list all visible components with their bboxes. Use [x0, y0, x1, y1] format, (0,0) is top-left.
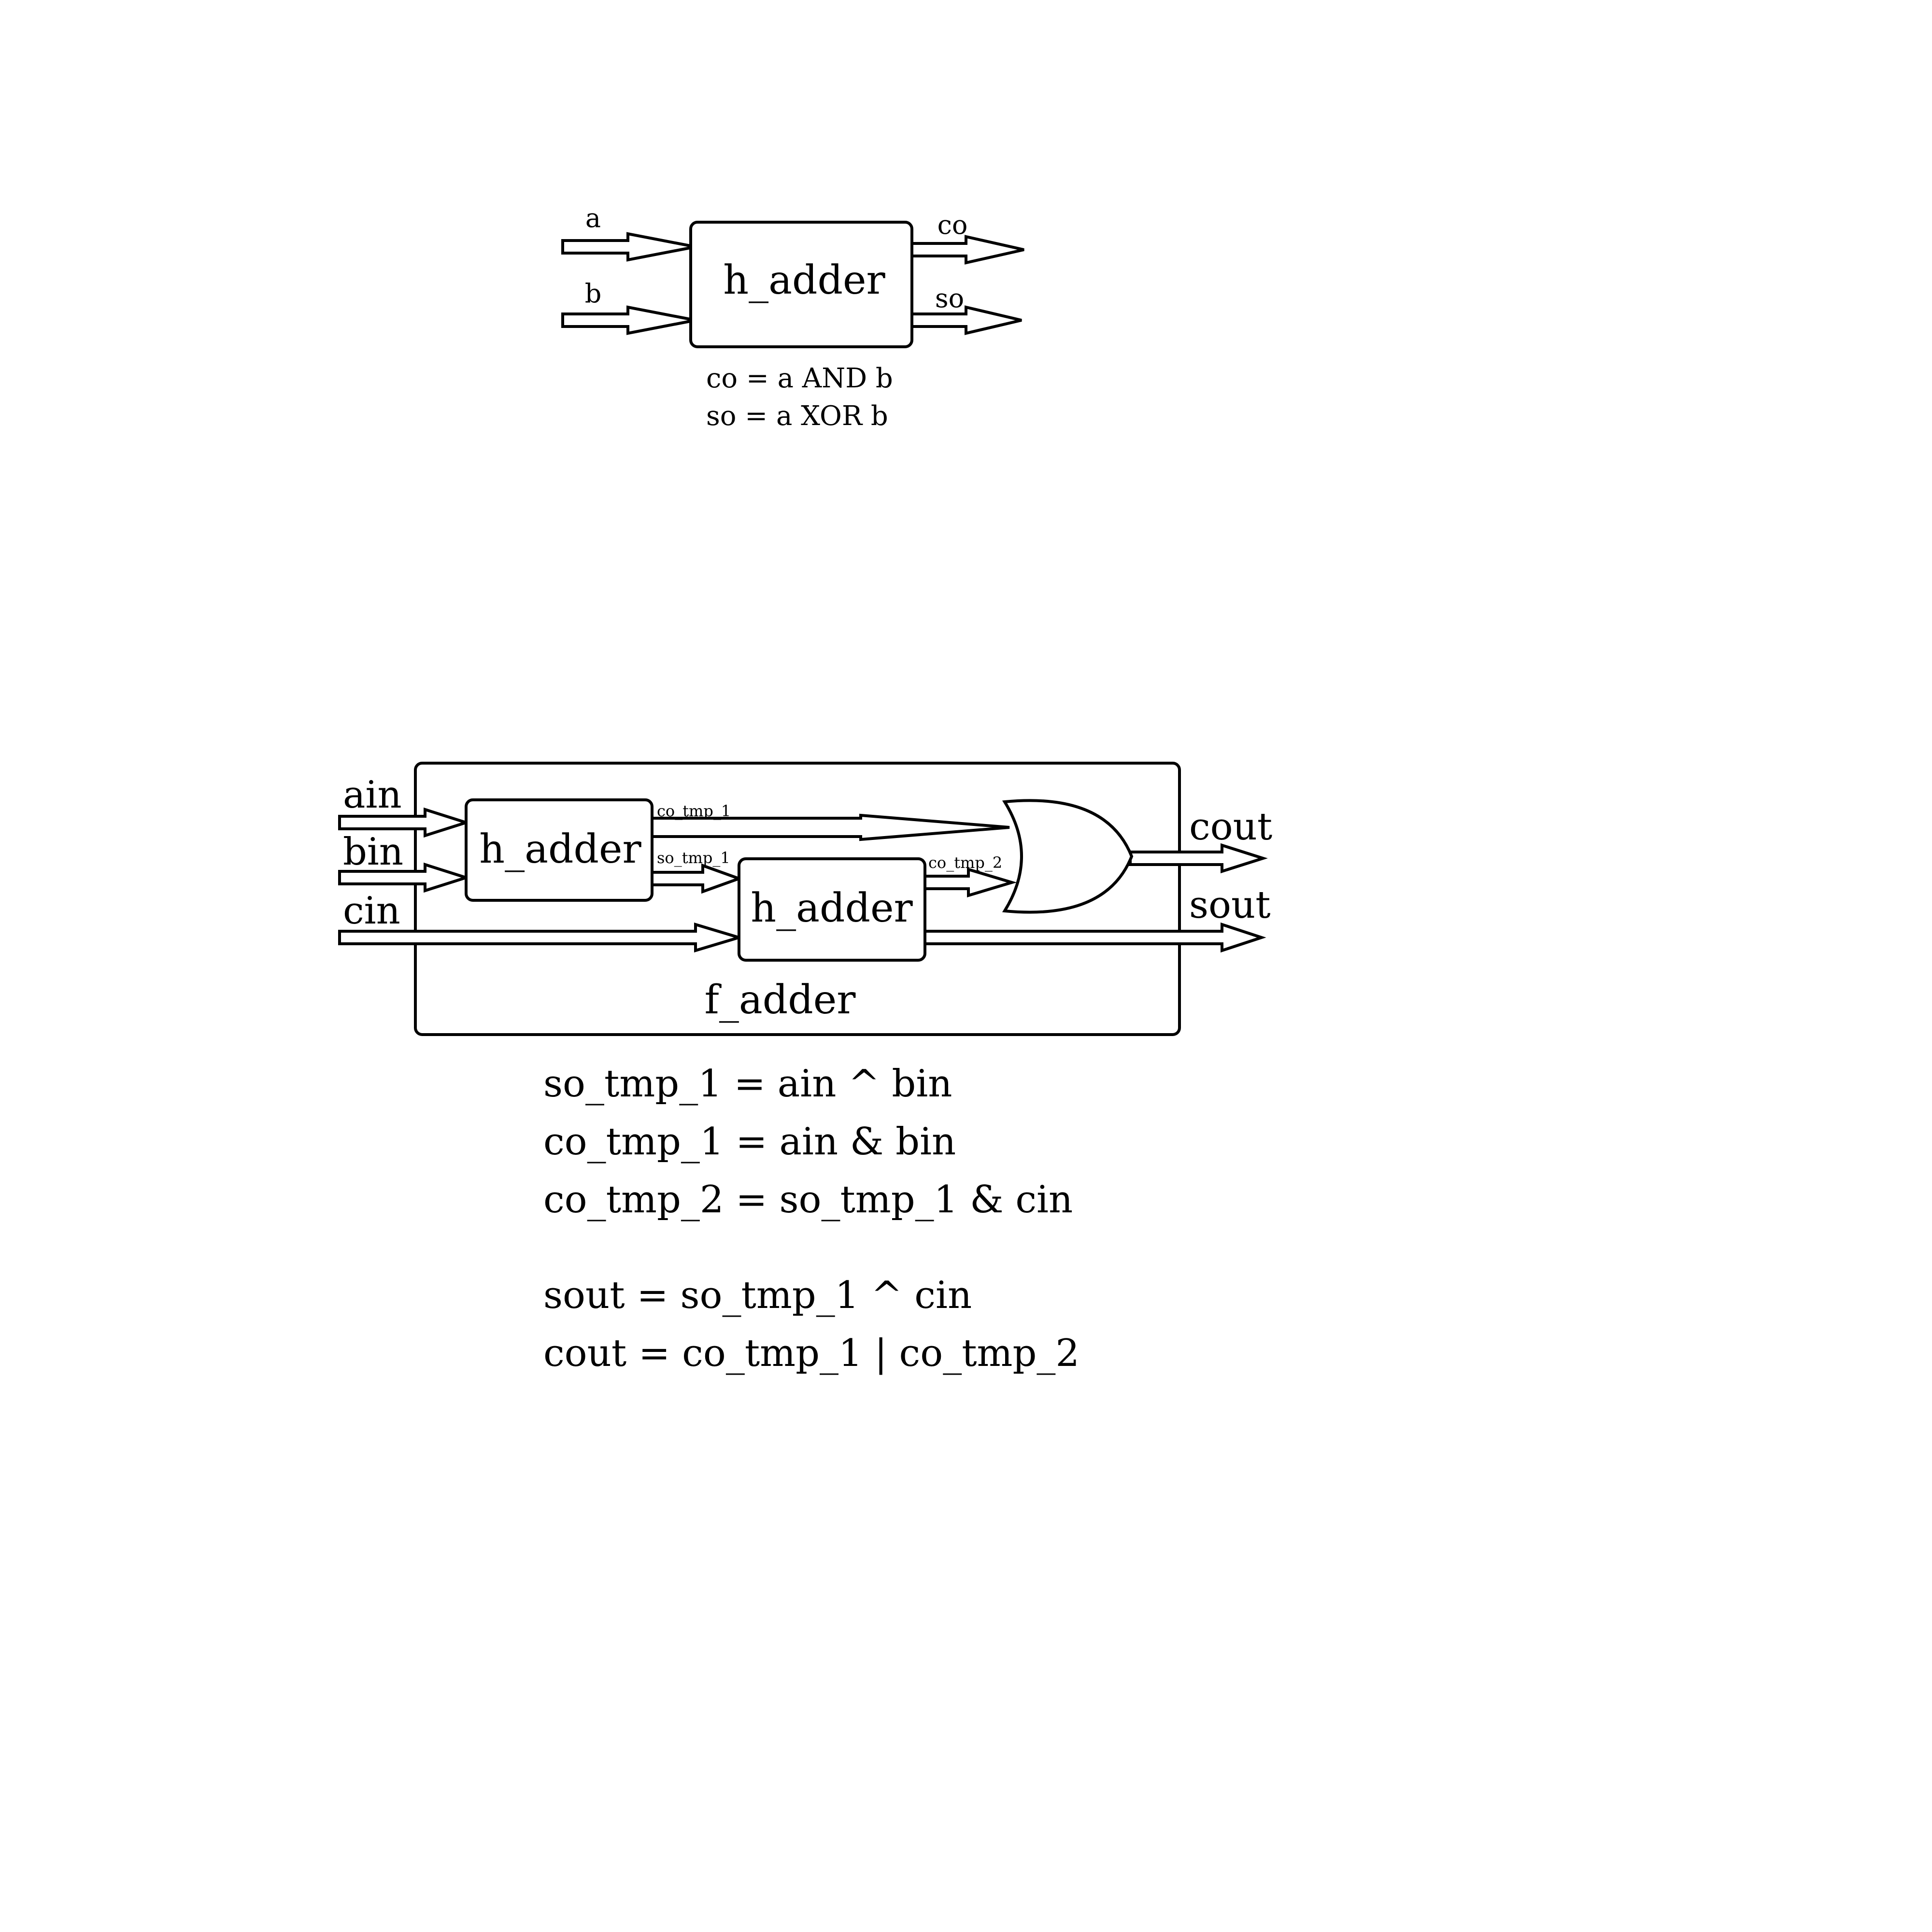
output-arrow-cout — [1129, 843, 1268, 874]
input-arrow-ain — [338, 807, 471, 838]
wire-arrow-co-tmp-1 — [651, 813, 1010, 841]
wire-label-co-tmp-2: co_tmp_2 — [928, 853, 1002, 872]
input-label-bin: bin — [343, 830, 403, 874]
wire-arrow-so-tmp-1 — [651, 863, 743, 894]
full-adder-diagram: f_adder h_adder h_adder co_tmp_1 so_tmp_… — [338, 762, 1272, 1375]
output-arrow-sout — [923, 922, 1266, 953]
input-arrow-cin — [338, 922, 744, 953]
output-arrow-co — [910, 235, 1024, 265]
input-label-cin: cin — [343, 889, 400, 933]
wire-label-so-tmp-1: so_tmp_1 — [657, 849, 730, 867]
input-label-b: b — [585, 278, 602, 309]
output-label-sout: sout — [1189, 883, 1271, 927]
h-adder-block-label: h_adder — [723, 257, 885, 303]
wire-arrow-co-tmp-2 — [923, 867, 1017, 898]
full-adder-equation-5: cout = co_tmp_1 | co_tmp_2 — [543, 1332, 1080, 1375]
full-adder-equation-3: co_tmp_2 = so_tmp_1 & cin — [543, 1178, 1073, 1222]
h-adder-block — [689, 221, 913, 348]
full-adder-equation-2: co_tmp_1 = ain & bin — [543, 1120, 956, 1164]
output-label-cout: cout — [1189, 805, 1272, 849]
input-arrow-b — [561, 305, 696, 335]
output-label-co: co — [938, 210, 968, 240]
input-label-ain: ain — [343, 773, 402, 817]
full-adder-equation-1: so_tmp_1 = ain ^ bin — [543, 1062, 952, 1106]
inner-h-adder-block-2 — [738, 857, 926, 962]
half-adder-diagram: h_adder a b co so co = a AND b so = a XO… — [561, 203, 1024, 432]
inner-h-adder-label-2: h_adder — [751, 885, 913, 931]
output-label-so: so — [935, 283, 964, 313]
half-adder-equation-co: co = a AND b — [706, 363, 893, 394]
f-adder-block-label: f_adder — [705, 977, 856, 1023]
inner-h-adder-label-1: h_adder — [479, 826, 641, 872]
or-gate — [1002, 799, 1134, 914]
input-label-a: a — [585, 203, 601, 233]
inner-h-adder-block-1 — [465, 798, 653, 902]
input-arrow-bin — [338, 862, 471, 893]
input-arrow-a — [561, 232, 696, 262]
half-adder-equation-so: so = a XOR b — [706, 400, 888, 432]
output-arrow-so — [910, 305, 1022, 335]
full-adder-equation-4: sout = so_tmp_1 ^ cin — [543, 1274, 972, 1317]
wire-label-co-tmp-1: co_tmp_1 — [657, 802, 731, 820]
